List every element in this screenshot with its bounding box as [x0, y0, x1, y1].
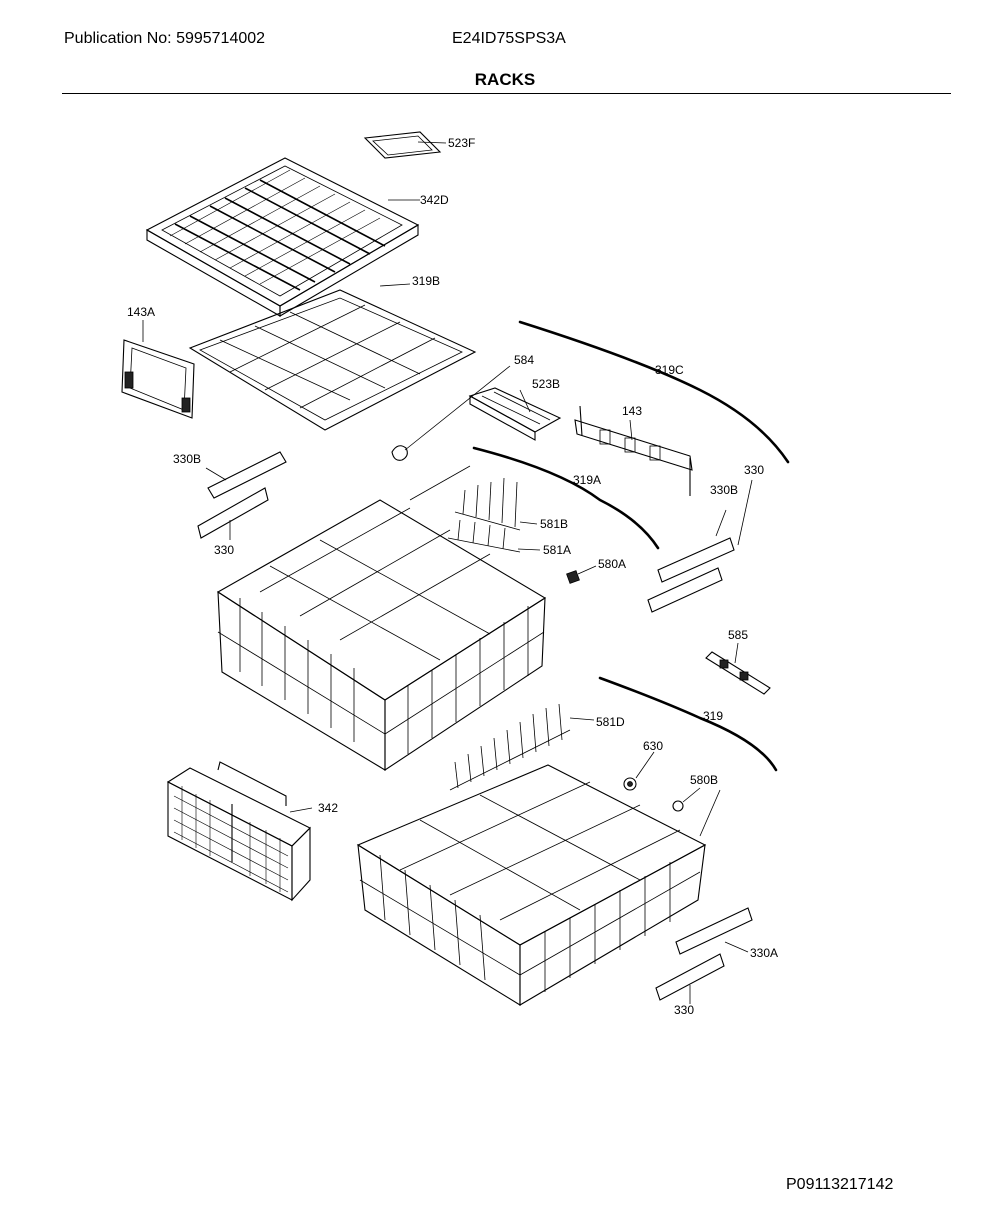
label-319B: 319B	[412, 274, 440, 288]
upper-rack-drawing	[216, 465, 547, 772]
part-330-right-drawing	[647, 479, 753, 613]
header-divider	[62, 93, 951, 94]
label-342: 342	[318, 801, 338, 815]
label-319A: 319A	[573, 473, 601, 487]
label-580A: 580A	[598, 557, 626, 571]
label-342D: 342D	[420, 193, 449, 207]
part-630-drawing	[623, 751, 655, 791]
part-319-drawing	[598, 676, 778, 772]
label-143: 143	[622, 404, 642, 418]
part-330B-left-drawing	[205, 451, 287, 499]
lower-rack-drawing	[356, 764, 721, 1006]
part-330B-right-drawing	[657, 509, 735, 583]
part-581A-drawing	[447, 519, 541, 553]
label-330B-left: 330B	[173, 452, 201, 466]
label-630: 630	[643, 739, 663, 753]
label-330B-right: 330B	[710, 483, 738, 497]
part-342D-drawing	[145, 157, 420, 317]
label-330-right: 330	[744, 463, 764, 477]
publication-number: Publication No: 5995714002	[64, 30, 266, 47]
label-580B: 580B	[690, 773, 718, 787]
label-581B: 581B	[540, 517, 568, 531]
part-581D-drawing	[449, 703, 595, 791]
part-580A-drawing	[566, 565, 597, 584]
part-580B-drawing	[672, 787, 701, 812]
part-330-left-drawing	[197, 487, 269, 540]
part-319B-drawing	[188, 283, 477, 431]
part-330A-drawing	[675, 907, 753, 955]
label-330A: 330A	[750, 946, 778, 960]
label-523B: 523B	[532, 377, 560, 391]
label-319C: 319C	[655, 363, 684, 377]
part-319C-drawing	[518, 320, 790, 464]
part-143-drawing	[574, 405, 693, 496]
label-523F: 523F	[448, 136, 475, 150]
part-523F-drawing	[363, 131, 447, 159]
part-342-drawing	[166, 761, 313, 902]
part-319A-drawing	[472, 446, 660, 550]
part-523B-drawing	[468, 387, 562, 441]
part-581B-drawing	[454, 477, 538, 531]
part-143A-drawing	[121, 320, 195, 419]
diagram-code: P09113217142	[786, 1176, 894, 1193]
part-330-bottom-drawing	[655, 953, 725, 1004]
label-330-bottom: 330	[674, 1003, 694, 1017]
label-143A: 143A	[127, 305, 155, 319]
label-319: 319	[703, 709, 723, 723]
label-584: 584	[514, 353, 534, 367]
model-number: E24ID75SPS3A	[452, 30, 566, 47]
label-581D: 581D	[596, 715, 625, 729]
part-584-drawing	[391, 365, 511, 461]
page-title: RACKS	[474, 70, 536, 89]
label-581A: 581A	[543, 543, 571, 557]
label-585: 585	[728, 628, 748, 642]
label-330-left: 330	[214, 543, 234, 557]
part-585-drawing	[705, 642, 771, 695]
